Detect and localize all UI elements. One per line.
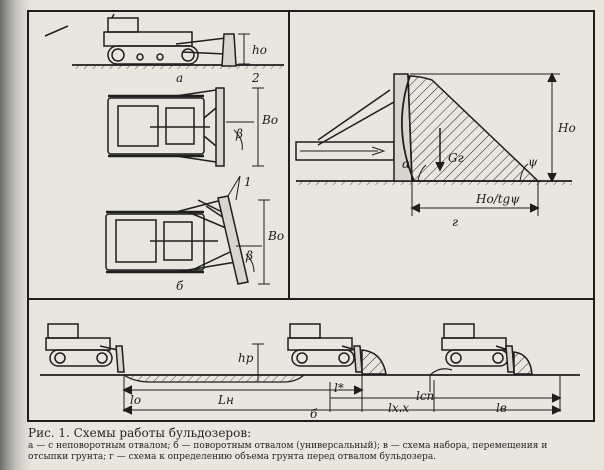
caption-title: Рис. 1. Схемы работы бульдозеров: (28, 426, 252, 440)
label-lcn: lсп (416, 389, 434, 403)
label-lxx: lх.х (388, 401, 409, 415)
label-B0-a: Bо (261, 113, 278, 127)
label-g: г (452, 215, 458, 229)
label-beta-b: β (245, 249, 253, 263)
label-l-star: l* (334, 381, 344, 395)
label-B0-b: Bо (267, 229, 284, 243)
label-beta-a: β (235, 127, 243, 141)
label-v-scale: б (310, 407, 318, 421)
figure-frame (27, 10, 595, 422)
label-Ln: Lн (217, 393, 234, 407)
label-hp: hр (238, 351, 254, 365)
diagram-b-plan-view (105, 195, 270, 285)
label-a: а (176, 71, 183, 85)
label-b: б (176, 279, 184, 293)
label-Gr: Gг (448, 151, 464, 165)
label-psi: ψ (528, 155, 538, 169)
label-2: 2 (251, 71, 260, 85)
diagram-a-side-view (44, 13, 284, 69)
diagram-v-work-cycle (40, 323, 580, 415)
label-h0: hо (252, 43, 267, 57)
diagram-g-soil-volume (295, 72, 572, 216)
pointer-1 (227, 175, 241, 201)
label-Ho: Hо (557, 121, 576, 135)
label-lv: lв (496, 401, 507, 415)
label-1: 1 (244, 175, 252, 189)
caption-body: а — с неповоротным отвалом; б — поворотн… (28, 441, 548, 462)
figure-caption: Рис. 1. Схемы работы бульдозеров: а — с … (28, 426, 588, 463)
diagram-a-plan-view (107, 87, 264, 167)
label-lo: lо (130, 393, 141, 407)
label-alpha: α (402, 157, 410, 171)
label-Ho-tg-psi: Hо/tgψ (475, 192, 520, 206)
